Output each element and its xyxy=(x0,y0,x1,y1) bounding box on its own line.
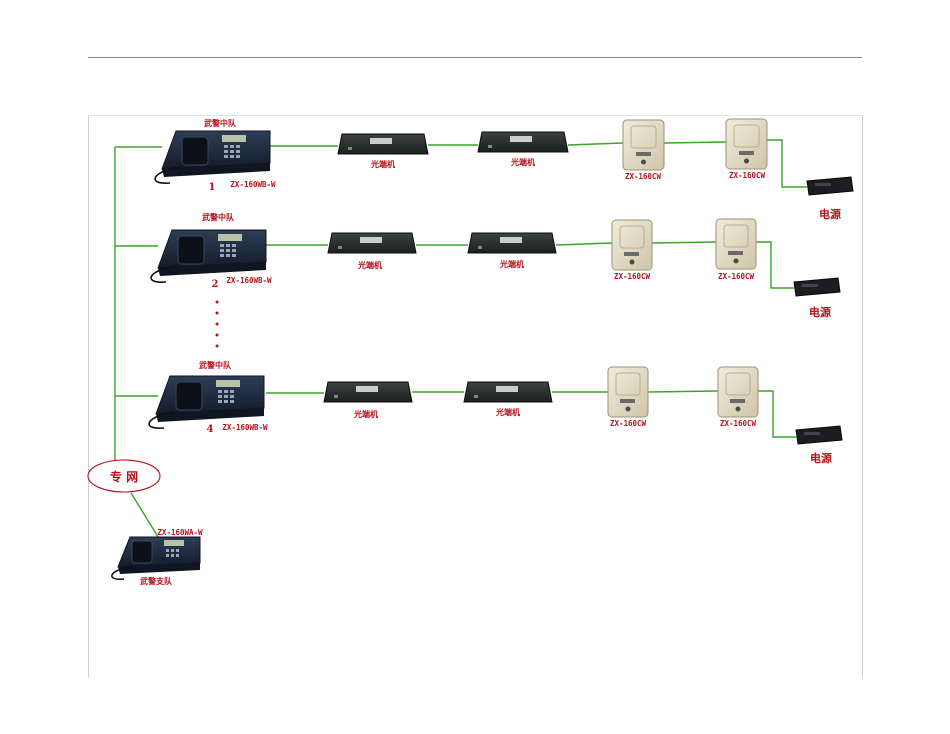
console-model: ZX-160WB-W xyxy=(226,276,272,285)
hq-console-desk-phone xyxy=(111,536,201,580)
intercom-terminal xyxy=(607,366,649,418)
intercom-model: ZX-160CW xyxy=(720,419,757,428)
power-label: 电源 xyxy=(810,451,832,465)
diagram-frame xyxy=(88,115,863,678)
intercom-terminal xyxy=(611,219,653,271)
console-model: ZX-160WB-W xyxy=(222,423,268,432)
power-link xyxy=(756,241,794,289)
console-number: 1 xyxy=(209,182,216,193)
branch-1: 武警中队 1 ZX-160WB-W 光端机 光端机 ZX-160CW xyxy=(154,118,854,221)
transceiver-label: 光端机 xyxy=(357,260,382,270)
console-number: 2 xyxy=(212,279,219,290)
branch-1-links xyxy=(270,139,807,188)
hq-console-title: 武警支队 xyxy=(140,576,173,586)
link xyxy=(651,241,717,244)
branch-4-links xyxy=(266,390,796,438)
console-title: 武警中队 xyxy=(204,118,237,128)
link xyxy=(647,390,719,393)
intercom-model: ZX-160CW xyxy=(614,272,651,281)
power-link xyxy=(758,390,796,438)
fiber-transceiver xyxy=(477,131,569,153)
link xyxy=(663,141,727,144)
intercom-terminal xyxy=(622,119,665,171)
console-number: 4 xyxy=(207,424,214,435)
private-network-node: 专 网 xyxy=(87,459,161,493)
intercom-model: ZX-160CW xyxy=(625,172,662,181)
console-title: 武警中队 xyxy=(202,212,235,222)
hq-link xyxy=(130,492,161,541)
intercom-model: ZX-160CW xyxy=(610,419,647,428)
fiber-transceiver xyxy=(463,381,553,403)
continuation-dots xyxy=(215,300,219,348)
power-supply xyxy=(806,176,854,196)
branch-4: 武警中队 4 ZX-160WB-W 光端机 光端机 ZX-160CW xyxy=(148,360,843,465)
hq-console-model: ZX-160WA-W xyxy=(157,528,203,537)
intercom-terminal xyxy=(717,366,759,418)
branch-2: 武警中队 2 ZX-160WB-W 光端机 光端机 ZX-160CW xyxy=(150,212,841,319)
fiber-transceiver xyxy=(337,133,429,155)
transceiver-label: 光端机 xyxy=(353,409,378,419)
network-label: 专 网 xyxy=(110,469,138,484)
transceiver-label: 光端机 xyxy=(495,407,520,417)
backbone-links xyxy=(114,146,162,541)
power-supply xyxy=(795,425,843,445)
hq-console: ZX-160WA-W 武警支队 xyxy=(111,528,203,586)
fiber-transceiver xyxy=(327,232,417,254)
intercom-model: ZX-160CW xyxy=(718,272,755,281)
transceiver-label: 光端机 xyxy=(510,157,535,167)
power-label: 电源 xyxy=(819,207,841,221)
intercom-terminal xyxy=(715,218,757,270)
top-rule xyxy=(88,57,862,58)
fiber-transceiver xyxy=(467,232,557,254)
link xyxy=(555,242,613,246)
transceiver-label: 光端机 xyxy=(370,159,395,169)
console-model: ZX-160WB-W xyxy=(230,180,276,189)
link xyxy=(567,142,624,146)
intercom-model: ZX-160CW xyxy=(729,171,766,180)
power-label: 电源 xyxy=(809,305,831,319)
console-desk-phone xyxy=(150,229,267,283)
console-desk-phone xyxy=(154,130,271,184)
console-desk-phone xyxy=(148,375,265,429)
fiber-transceiver xyxy=(323,381,413,403)
intercom-terminal xyxy=(725,118,768,170)
branch-2-links xyxy=(266,241,794,289)
power-supply xyxy=(793,277,841,297)
transceiver-label: 光端机 xyxy=(499,259,524,269)
power-link xyxy=(767,139,807,188)
console-title: 武警中队 xyxy=(199,360,232,370)
